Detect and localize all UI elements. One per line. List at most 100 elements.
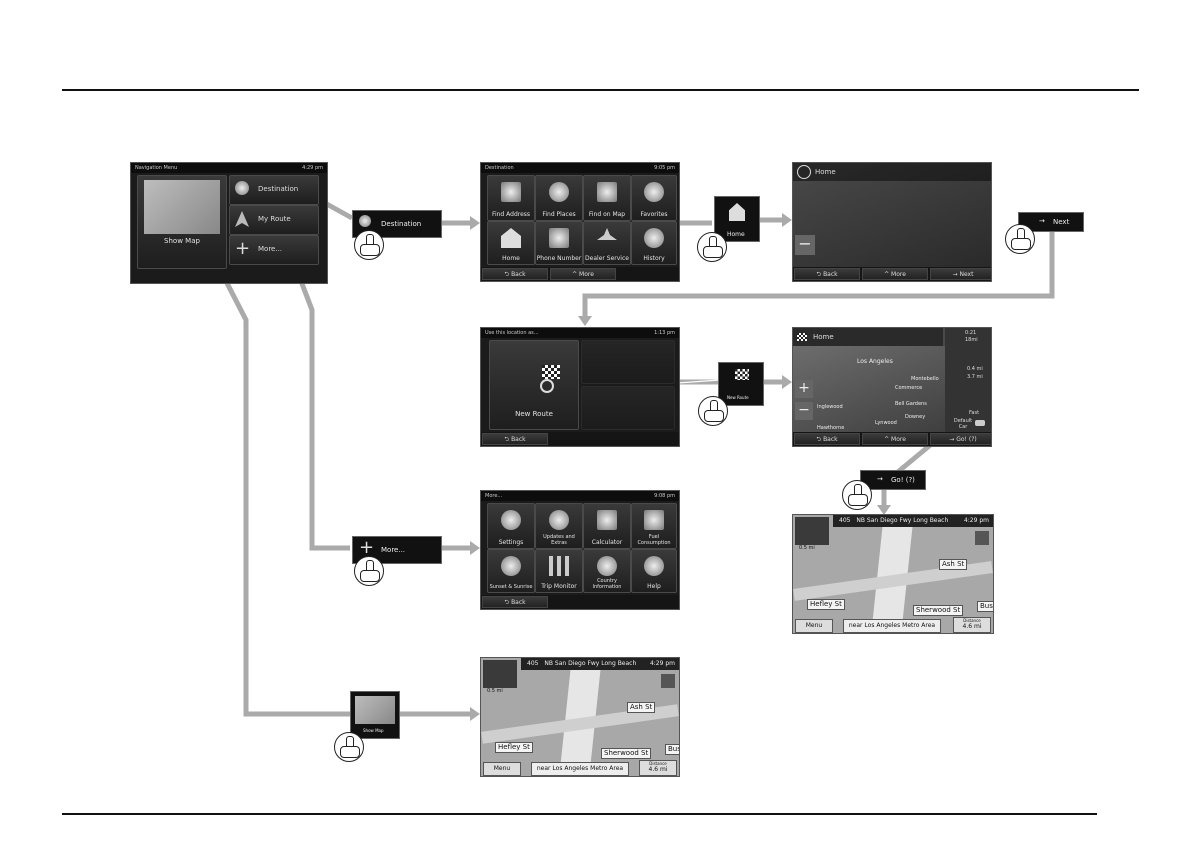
go-button[interactable]: → Go! (?) <box>930 433 991 445</box>
more-label: More <box>579 271 594 278</box>
chevron-up-icon: ^ <box>884 271 892 278</box>
street-label: Hefley St <box>807 599 845 610</box>
grid-menu-icon[interactable] <box>661 674 675 688</box>
zoom-in-button[interactable]: + <box>795 380 813 398</box>
clock: 9:05 pm <box>654 165 675 171</box>
fuel-consumption-tile[interactable]: Fuel Consumption <box>631 503 677 549</box>
trip-monitor-tile[interactable]: Trip Monitor <box>535 549 583 593</box>
exit-number: 405 <box>527 660 539 667</box>
tap-hand-icon <box>1005 224 1035 254</box>
dealer-service-tile[interactable]: Dealer Service <box>583 221 631 265</box>
map-place-label: Hawthorne <box>817 425 845 431</box>
favorites-tile[interactable]: Favorites <box>631 175 677 221</box>
distance-value: 4.6 mi <box>962 623 982 630</box>
history-tile[interactable]: History <box>631 221 677 265</box>
back-arrow-icon: ⮌ <box>504 436 512 443</box>
show-map-button[interactable]: Show Map <box>137 175 227 269</box>
calculator-tile[interactable]: Calculator <box>583 503 631 549</box>
crosshair-icon <box>797 165 811 179</box>
callout-label: Home <box>727 231 745 238</box>
bottom-bar: ⮌ Back <box>481 432 679 446</box>
back-arrow-icon: ⮌ <box>504 599 512 606</box>
location-label: near Los Angeles Metro Area <box>848 622 936 629</box>
settings-tile[interactable]: Settings <box>487 503 535 549</box>
tile-label: Favorites <box>640 211 668 218</box>
clock: 4:29 pm <box>302 165 323 171</box>
chevron-up-icon: ^ <box>884 436 892 443</box>
road-name: NB San Diego Fwy Long Beach <box>544 660 637 667</box>
location-bar: near Los Angeles Metro Area <box>843 619 941 633</box>
new-route-callout: New Route <box>718 362 764 406</box>
destination-button[interactable]: Destination <box>229 175 319 205</box>
route-pin-icon <box>540 379 554 393</box>
next-label: Next <box>959 271 974 278</box>
more-button[interactable]: ^ More <box>862 433 928 445</box>
distance-caption: Distance <box>649 761 667 766</box>
next-callout: → Next <box>1018 212 1084 232</box>
find-address-tile[interactable]: Find Address <box>487 175 535 221</box>
map-place-label: Inglewood <box>817 404 843 410</box>
dealer-logo-icon <box>597 228 617 240</box>
find-on-map-tile[interactable]: Find on Map <box>583 175 631 221</box>
back-arrow-icon: ⮌ <box>816 271 824 278</box>
screen-title: Use this location as... <box>485 330 539 336</box>
zoom-out-button[interactable]: − <box>795 235 815 255</box>
checkered-flag-icon <box>797 333 807 341</box>
menu-button[interactable]: Menu <box>483 762 521 776</box>
more-button[interactable]: ^ More <box>862 268 928 280</box>
back-button[interactable]: ⮌ Back <box>482 433 548 445</box>
home-tile[interactable]: Home <box>487 221 535 265</box>
location-label: near Los Angeles Metro Area <box>536 765 624 772</box>
bottom-bar: ⮌ Back ^ More → Next <box>793 267 991 281</box>
next-button[interactable]: → Next <box>930 268 991 280</box>
exit-number: 405 <box>839 517 851 524</box>
navigation-map-screen-go: 405 NB San Diego Fwy Long Beach 4:29 pm … <box>792 514 994 634</box>
callout-label: Show Map <box>363 728 384 733</box>
arrow-right-icon: → <box>949 436 957 443</box>
back-button[interactable]: ⮌ Back <box>482 268 548 280</box>
tile-label: Fuel Consumption <box>637 534 671 546</box>
tile-label: Phone Number <box>536 255 582 262</box>
back-button[interactable]: ⮌ Back <box>794 268 860 280</box>
tile-label: Help <box>647 583 661 590</box>
zoom-out-button[interactable]: − <box>795 402 813 420</box>
globe-info-icon <box>597 556 617 576</box>
more-button[interactable]: + More... <box>229 235 319 265</box>
back-label: Back <box>823 271 838 278</box>
destination-label: Destination <box>258 185 299 193</box>
tap-hand-icon <box>354 556 384 586</box>
updates-tile[interactable]: Updates and Extras <box>535 503 583 549</box>
back-button[interactable]: ⮌ Back <box>482 596 548 608</box>
tile-label: Updates and Extras <box>543 534 575 546</box>
grid-menu-icon[interactable] <box>975 531 989 545</box>
calculator-icon <box>597 510 617 530</box>
tile-label: Find on Map <box>588 211 626 218</box>
my-route-button[interactable]: My Route <box>229 205 319 235</box>
keypad-icon <box>549 228 569 248</box>
clock-icon <box>644 228 664 248</box>
distance-b: 3.7 mi <box>967 374 983 380</box>
back-button[interactable]: ⮌ Back <box>794 433 860 445</box>
new-route-tile[interactable]: New Route <box>489 340 579 430</box>
find-places-tile[interactable]: Find Places <box>535 175 583 221</box>
callout-label: Destination <box>381 220 422 228</box>
sunset-sunrise-tile[interactable]: Sunset & Sunrise <box>487 549 535 593</box>
menu-label: Menu <box>493 765 511 772</box>
help-tile[interactable]: Help <box>631 549 677 593</box>
phone-number-tile[interactable]: Phone Number <box>535 221 583 265</box>
map-place-label: Bell Gardens <box>895 401 927 407</box>
more-button[interactable]: ^ More <box>550 268 616 280</box>
country-information-tile[interactable]: Country Information <box>583 549 631 593</box>
address-card-icon <box>501 182 521 202</box>
distance-caption: Distance <box>963 618 981 623</box>
wrench-gear-icon <box>501 510 521 530</box>
menu-button[interactable]: Menu <box>795 619 833 633</box>
tile-label: Sunset & Sunrise <box>489 584 533 590</box>
tile-label: Find Address <box>491 211 531 218</box>
new-route-label: New Route <box>515 410 553 418</box>
map-pin-icon <box>597 182 617 202</box>
street-label: Bus <box>977 601 993 612</box>
go-callout: → Go! (?) <box>860 470 926 490</box>
use-location-screen: Use this location as...1:13 pm New Route… <box>480 327 680 447</box>
checkered-flag-icon <box>735 369 749 380</box>
